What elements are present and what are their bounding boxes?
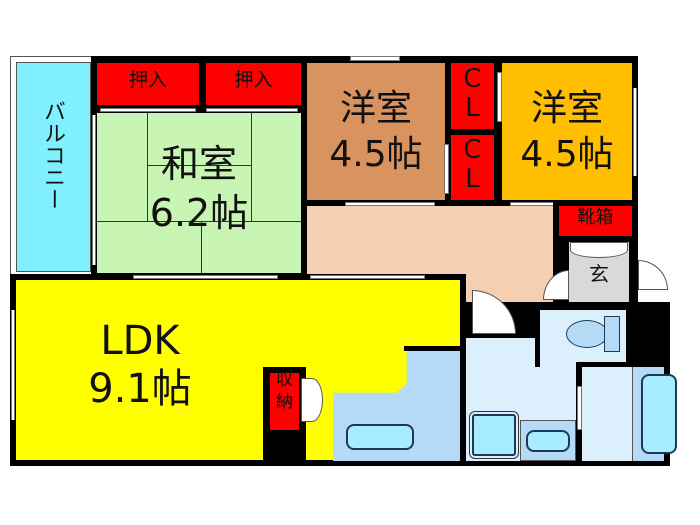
yoshitsu-2-name: 洋室 [530,88,603,129]
shoe-box-door[interactable] [570,242,628,258]
sliding-door[interactable] [133,275,278,279]
balcony [16,62,91,272]
yoshitsu-1 [307,63,445,200]
closet-2-c: C [463,135,482,165]
sliding-door[interactable] [310,275,425,279]
sliding-door[interactable] [345,202,435,206]
closet-1-c: C [463,64,482,94]
yoshitsu-1-size: 4.5帖 [329,134,423,175]
tatami-line [251,113,252,221]
oshiire-2 [206,63,301,105]
closet-1 [451,63,494,129]
closet-door[interactable] [444,144,449,194]
washitsu-name: 和室 [160,142,237,186]
closet-2-l: L [465,164,480,194]
shoe-box [559,206,632,236]
yoshitsu-2-size: 4.5帖 [520,134,614,175]
entrance-door[interactable] [638,260,668,290]
oshiire-2-label: 押入 [234,69,273,91]
tatami-line [97,221,301,222]
window[interactable] [633,88,637,176]
bathroom-door[interactable] [577,386,582,430]
shoe-box-label: 靴箱 [577,207,614,228]
washing-machine-pan [469,411,519,459]
kitchen-wall [404,346,460,351]
hallway [307,206,556,278]
storage-label-1: 収 [276,370,293,390]
balcony-label: バルコニー [40,100,65,210]
storage-door[interactable] [301,378,323,422]
tatami-line [147,165,252,166]
yoshitsu-1-name: 洋室 [339,88,412,129]
window[interactable] [11,310,15,420]
oshiire-1-label: 押入 [128,69,167,91]
sink [346,424,414,450]
closet-1-l: L [465,93,480,123]
yoshitsu-2 [502,63,632,200]
ldk-size: 9.1帖 [88,366,192,412]
entrance-label: 玄 [589,262,609,286]
window[interactable] [92,115,96,265]
oshiire-1 [97,63,199,105]
bathroom-dressing [582,367,632,461]
washitsu-size: 6.2帖 [149,191,249,235]
sliding-door[interactable] [206,108,298,112]
toilet-wall [535,305,540,367]
tatami-line [201,221,202,273]
window[interactable] [350,56,400,61]
toilet-tank [604,316,620,352]
toilet-bowl [566,320,608,348]
basin [526,430,570,452]
storage [270,373,299,430]
bathtub [641,374,677,454]
tatami-line [147,113,148,221]
closet-2 [451,135,494,200]
storage-label-2: 納 [276,392,293,412]
washitsu [97,113,301,273]
ldk-name: LDK [100,318,180,364]
closet-door[interactable] [497,72,502,122]
sliding-door[interactable] [100,108,196,112]
